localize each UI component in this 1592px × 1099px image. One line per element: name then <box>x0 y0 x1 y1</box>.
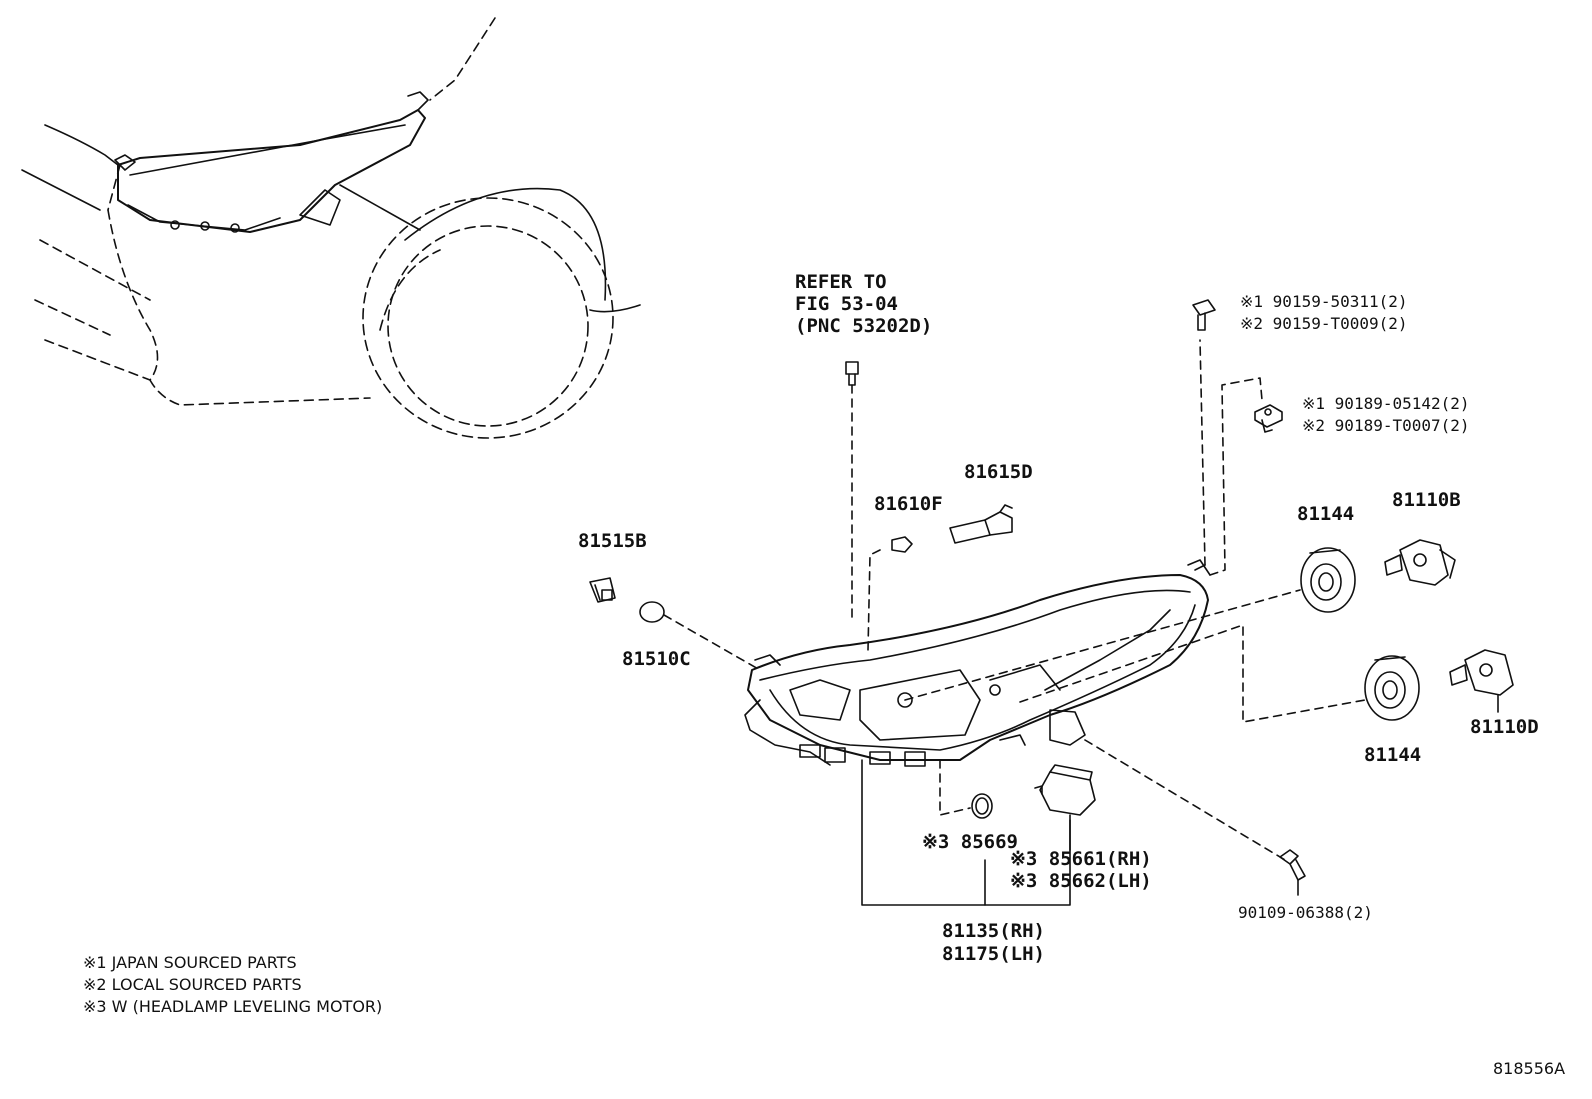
part-81510c-label: 81510C <box>622 648 691 670</box>
note-leveling-motor: ※3 W (HEADLAMP LEVELING MOTOR) <box>83 997 383 1016</box>
figure-id: 818556A <box>1493 1059 1566 1078</box>
refer-line-1: REFER TO <box>795 271 887 293</box>
part-81144-top-label: 81144 <box>1297 503 1355 525</box>
socket-81144-top-icon <box>1300 547 1356 613</box>
part-81610f-label: 81610F <box>874 493 943 515</box>
car-front-outline-icon <box>21 17 641 439</box>
refer-screw-icon <box>845 361 859 621</box>
part-85669-label: ※3 85669 <box>922 831 1018 853</box>
part-85661-label: ※3 85661(RH) <box>1010 848 1152 870</box>
part-81135-label: 81135(RH) <box>942 920 1045 942</box>
bulb-81110d-icon <box>1449 649 1514 713</box>
leveling-motor-icon <box>1034 764 1096 851</box>
clip-90189-icon <box>1254 404 1283 433</box>
part-85662-label: ※3 85662(LH) <box>1010 870 1152 892</box>
o-ring-85669-icon <box>971 793 993 819</box>
refer-line-3: (PNC 53202D) <box>795 315 933 337</box>
part-90159-2-label: ※2 90159-T0009(2) <box>1240 314 1408 333</box>
bulb-81510c-icon <box>639 601 761 671</box>
headlamp-assembly-icon <box>744 339 1366 906</box>
refer-line-2: FIG 53-04 <box>795 293 898 315</box>
part-81110b-label: 81110B <box>1392 489 1461 511</box>
part-90109-label: 90109-06388(2) <box>1238 903 1373 922</box>
part-90189-1-label: ※1 90189-05142(2) <box>1302 394 1470 413</box>
part-81175-label: 81175(LH) <box>942 943 1045 965</box>
note-japan-sourced: ※1 JAPAN SOURCED PARTS <box>83 953 297 972</box>
bulb-81110b-icon <box>1384 539 1456 586</box>
part-81144-bottom-label: 81144 <box>1364 744 1422 766</box>
part-90189-2-label: ※2 90189-T0007(2) <box>1302 416 1470 435</box>
part-81110d-label: 81110D <box>1470 716 1539 738</box>
bulb-81610f-icon <box>867 536 913 651</box>
note-local-sourced: ※2 LOCAL SOURCED PARTS <box>83 975 302 994</box>
part-90159-1-label: ※1 90159-50311(2) <box>1240 292 1408 311</box>
bolt-90109-icon <box>1279 849 1306 896</box>
socket-81615d-icon <box>949 504 1013 544</box>
screw-90159-icon <box>1192 299 1216 331</box>
part-81515b-label: 81515B <box>578 530 647 552</box>
part-81615d-label: 81615D <box>964 461 1033 483</box>
clip-81515b-icon <box>589 577 616 603</box>
socket-81144-bottom-icon <box>1364 655 1420 721</box>
